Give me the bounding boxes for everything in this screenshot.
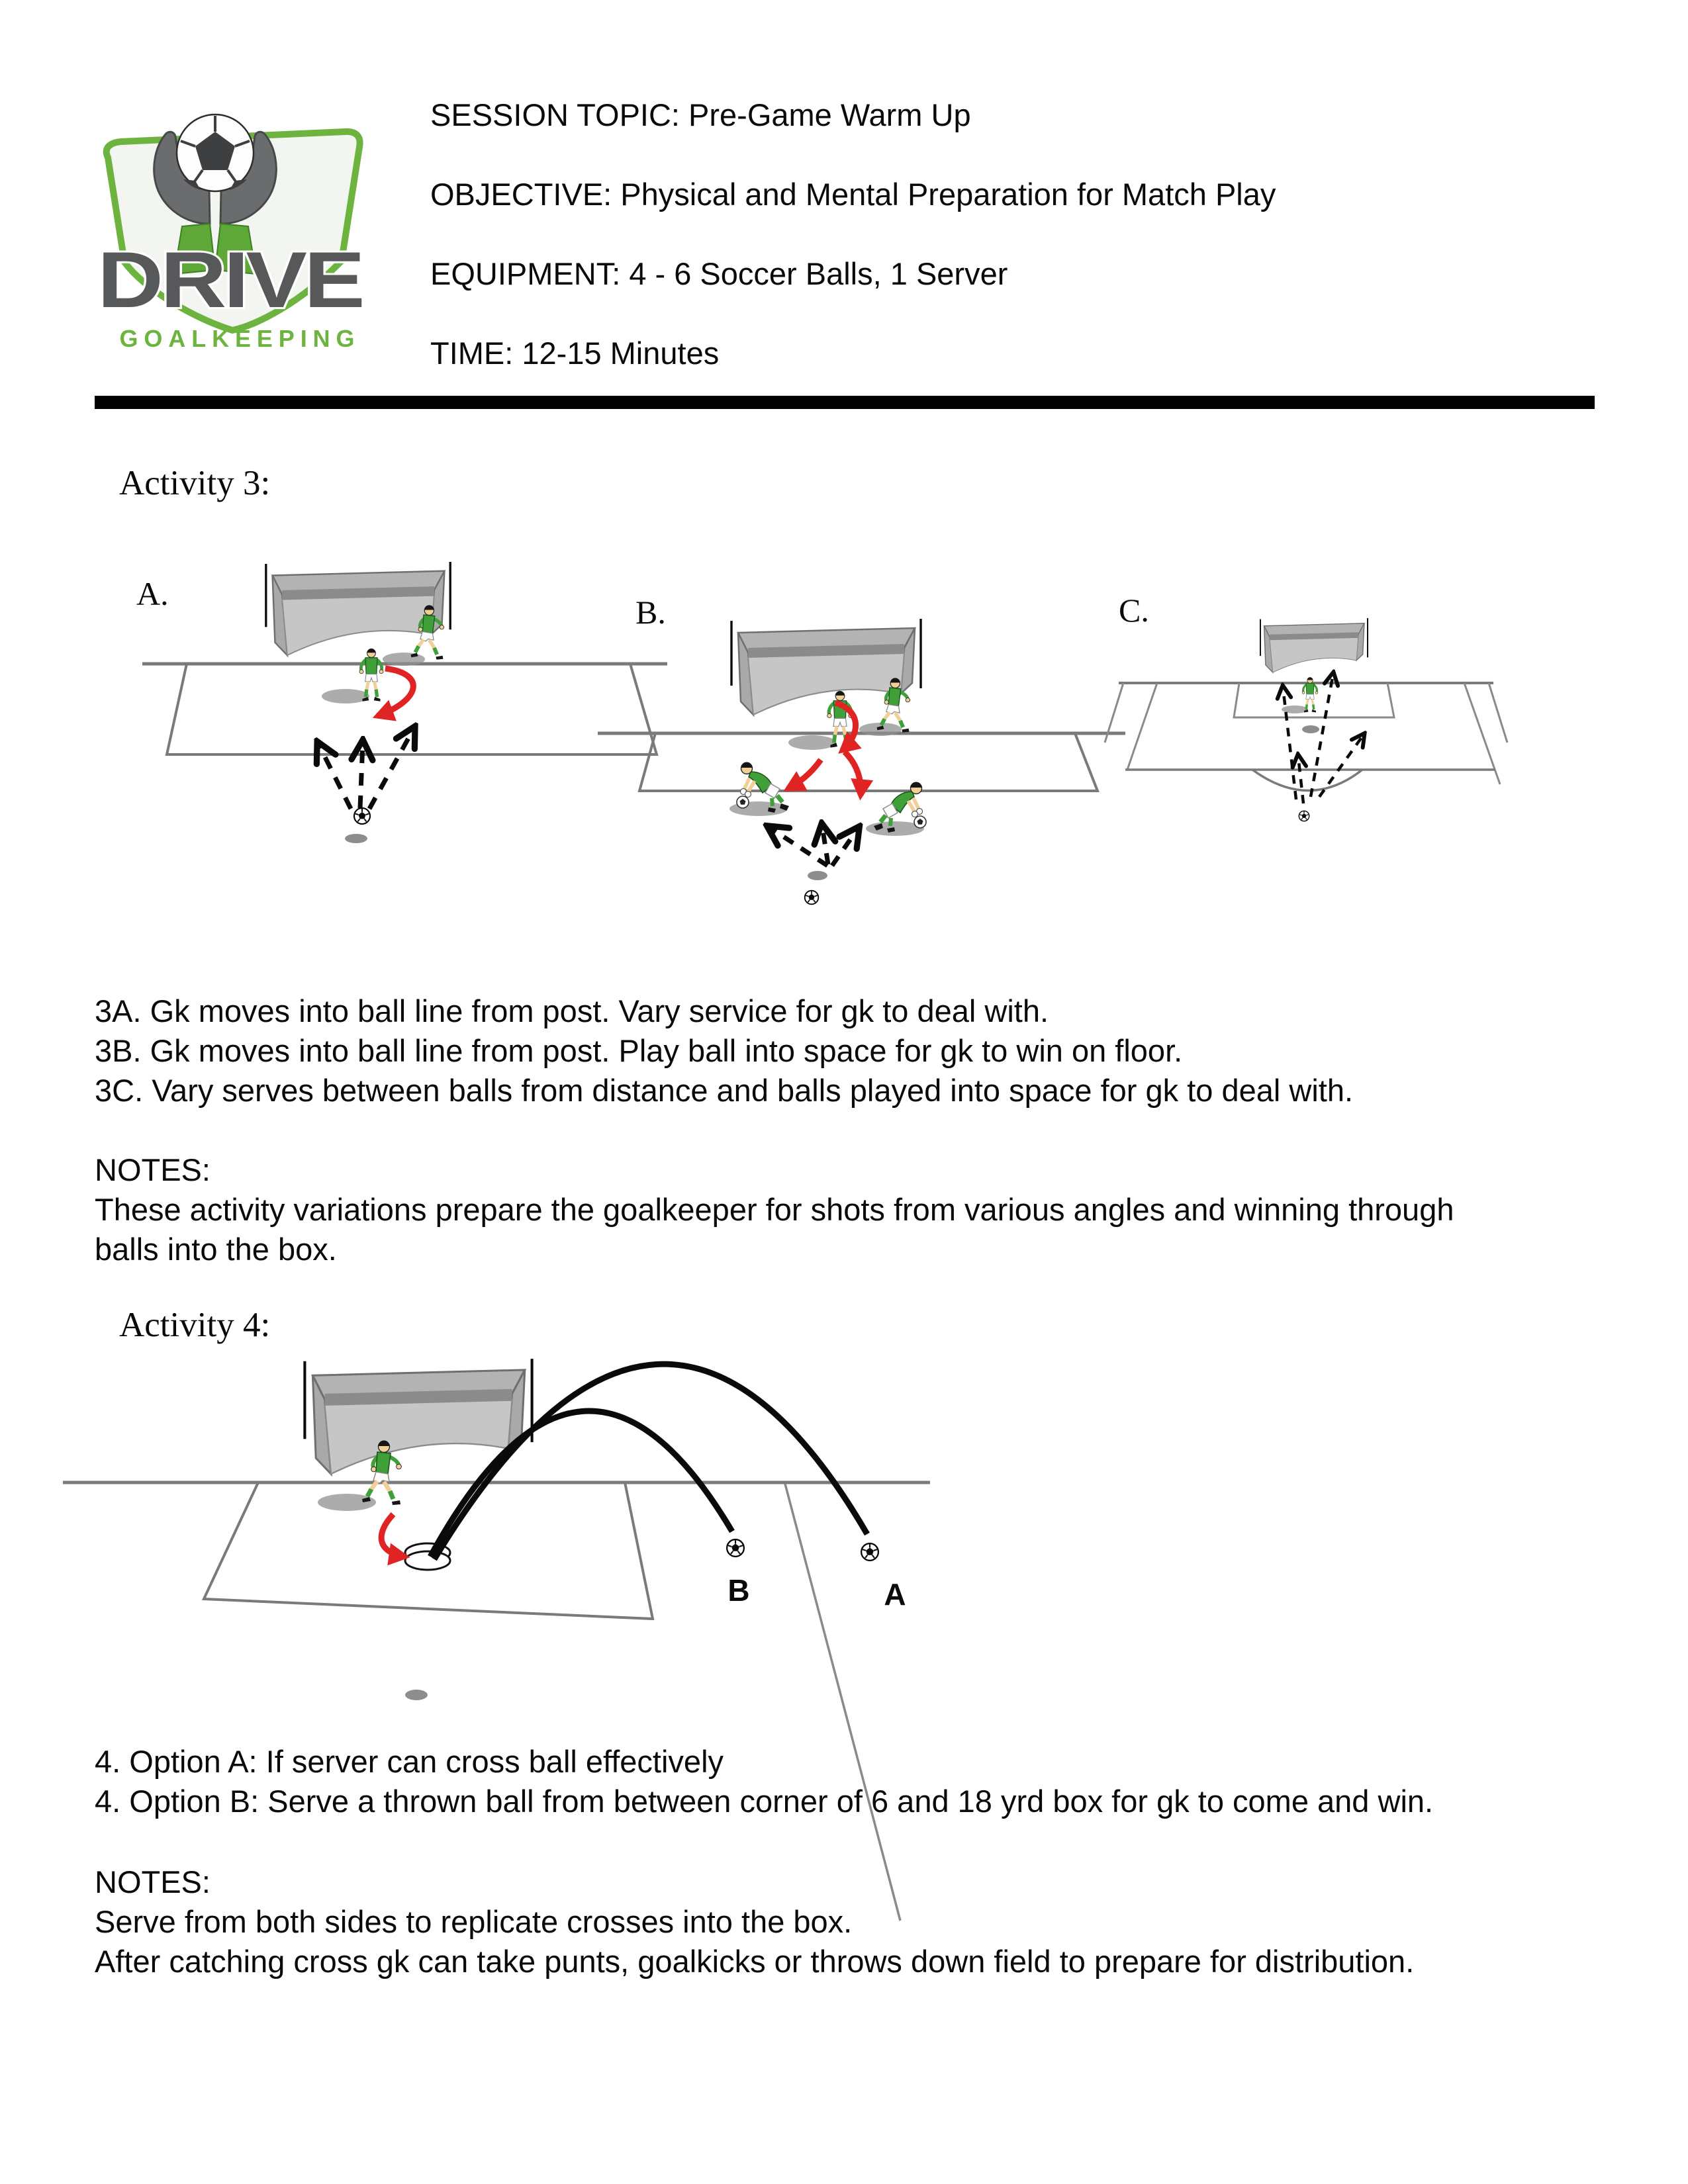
equipment-line: EQUIPMENT: 4 - 6 Soccer Balls, 1 Server — [430, 256, 1008, 291]
logo-wordmark: DRIVE — [97, 236, 362, 324]
cross-trajectory-b — [428, 1408, 735, 1559]
movement-arrow-red — [378, 1512, 410, 1566]
six-yard-box — [1233, 682, 1395, 719]
activity-4-option-a: 4. Option A: If server can cross ball ef… — [95, 1744, 724, 1779]
activity-4-option-b: 4. Option B: Serve a thrown ball from be… — [95, 1784, 1434, 1819]
diagram-a — [142, 561, 667, 843]
penalty-arc — [1251, 768, 1364, 792]
section-divider — [95, 396, 1595, 409]
field-edge-left — [1103, 682, 1125, 743]
player-shadow — [322, 689, 369, 704]
cross-trajectories — [428, 1361, 870, 1561]
serve-position-b-label: B — [727, 1573, 750, 1608]
penalty-spot — [405, 1690, 428, 1700]
objective-line: OBJECTIVE: Physical and Mental Preparati… — [430, 177, 1276, 212]
penalty-box — [165, 663, 659, 756]
service-arrows-dashed — [318, 729, 414, 810]
serve-position-a-label: A — [884, 1577, 906, 1612]
movement-arrows-red — [783, 700, 874, 801]
activity-4-diagram — [63, 1291, 930, 1921]
server-spot — [345, 834, 367, 843]
activity-3-title: Activity 3: — [119, 464, 271, 502]
diagram-a-label: A. — [136, 575, 169, 612]
player-shadow — [318, 1494, 376, 1511]
penalty-box-right — [1463, 682, 1501, 785]
service-arrows-dashed — [1283, 674, 1364, 804]
penalty-box — [637, 733, 1100, 792]
soccer-ball-icon — [726, 1539, 745, 1557]
soccer-ball-icon — [353, 807, 371, 825]
time-line: TIME: 12-15 Minutes — [430, 336, 720, 371]
diagram-activity4 — [63, 1359, 930, 1921]
activity-3c-description: 3C. Vary serves between balls from dista… — [95, 1073, 1354, 1108]
goal — [1259, 617, 1369, 674]
field-edge-right — [1487, 682, 1509, 743]
player-shadow — [788, 735, 836, 750]
diagram-c — [1103, 617, 1509, 822]
penalty-box — [201, 1482, 655, 1621]
session-topic-line: SESSION TOPIC: Pre-Game Warm Up — [430, 97, 971, 132]
server-spot — [808, 871, 827, 880]
activity-3a-description: 3A. Gk moves into ball line from post. V… — [95, 993, 1049, 1028]
diagram-b — [598, 617, 1125, 905]
diagram-b-label: B. — [635, 594, 666, 631]
activity-3-diagram — [142, 561, 1509, 905]
player-shadow — [383, 653, 425, 666]
movement-arrow-red — [372, 665, 416, 721]
soccer-ball-icon — [175, 113, 255, 193]
soccer-ball-icon — [861, 1543, 879, 1561]
penalty-spot — [1302, 725, 1319, 733]
activity-4-notes-heading: NOTES: — [95, 1864, 211, 1899]
activity-4-notes-line: Serve from both sides to replicate cross… — [95, 1904, 853, 1939]
activity-3-notes-heading: NOTES: — [95, 1152, 211, 1187]
activity-4-notes-line: After catching cross gk can take punts, … — [95, 1944, 1415, 1979]
service-arrows-dashed — [769, 826, 858, 868]
activity-4-title: Activity 4: — [119, 1306, 271, 1344]
cross-trajectory-a — [432, 1361, 870, 1561]
soccer-ball-icon — [1298, 810, 1310, 822]
logo-graphic: DRIVE GOALKEEPING — [95, 113, 367, 352]
penalty-box-left — [1126, 682, 1158, 770]
diagram-c-label: C. — [1119, 592, 1149, 629]
activity-3-notes-line: balls into the box. — [95, 1232, 337, 1267]
soccer-ball-icon — [804, 889, 820, 905]
drive-goalkeeping-logo: DRIVE GOALKEEPING — [83, 64, 377, 375]
activity-3b-description: 3B. Gk moves into ball line from post. P… — [95, 1033, 1183, 1068]
logo-tagline: GOALKEEPING — [120, 325, 355, 352]
activity-3-notes-line: These activity variations prepare the go… — [95, 1192, 1454, 1227]
player-shadow — [1282, 705, 1308, 713]
penalty-area-edge — [784, 1483, 902, 1921]
